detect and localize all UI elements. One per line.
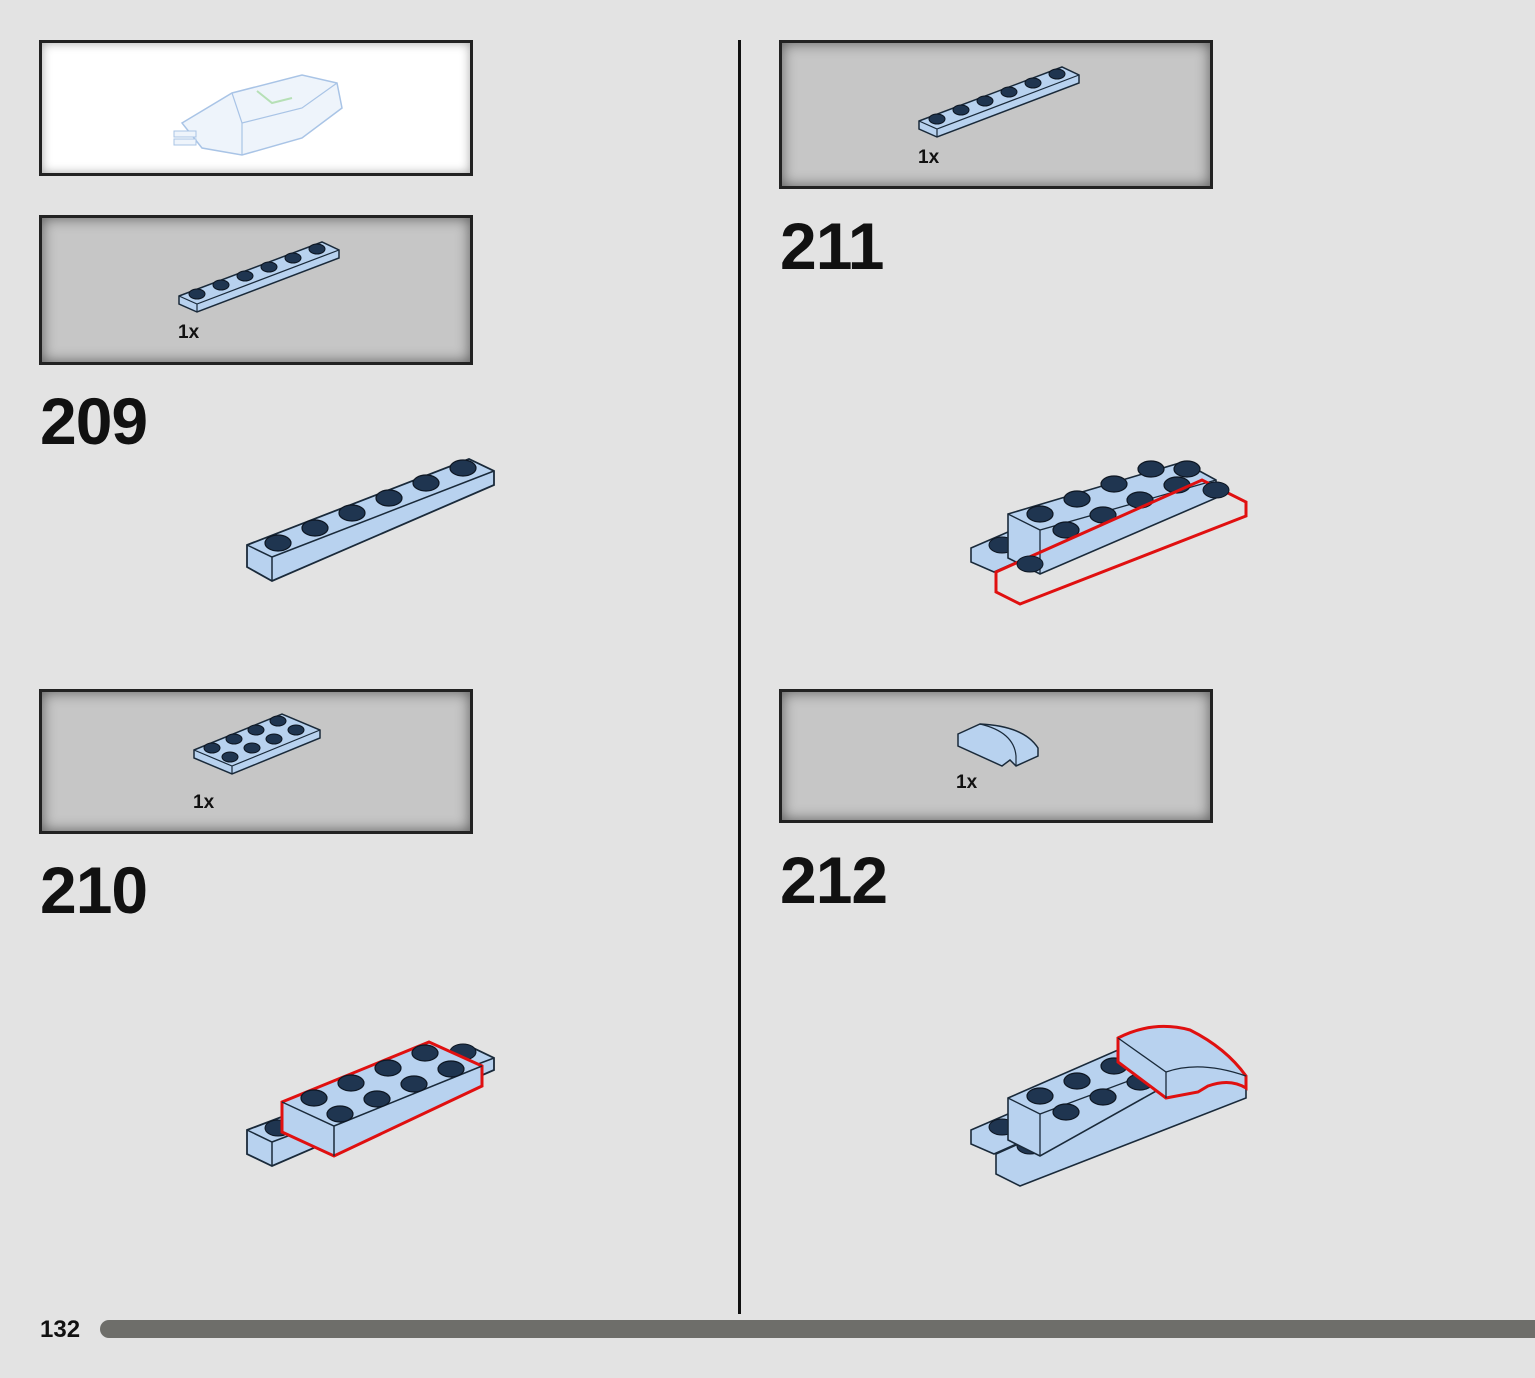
step-211-build-image [970,460,1248,606]
step-number-212: 212 [780,843,888,917]
plate-1x6-icon [178,241,340,313]
part-quantity: 1x [918,147,940,168]
plate-2x4-icon [193,713,321,775]
step-number-211: 211 [780,209,884,283]
part-quantity: 1x [178,322,200,343]
plate-1x6-icon [918,66,1080,138]
part-quantity: 1x [956,772,978,793]
step-209-build-image [246,458,495,583]
parts-callout-step-210: 1x [39,689,473,834]
parts-callout-step-211: 1x [779,40,1213,189]
step-number-210: 210 [40,853,148,927]
step-210-build-image [246,1040,495,1167]
part-quantity: 1x [193,792,215,813]
parts-callout-step-212: 1x [779,689,1213,823]
subassembly-preview-icon [173,74,343,156]
curved-slope-icon [957,723,1039,767]
step-212-build-image [970,1024,1248,1187]
page-number: 132 [40,1316,81,1343]
parts-callout-step-209: 1x [39,215,473,365]
column-divider [738,40,741,1314]
progress-bar [100,1320,1535,1338]
preview-callout [39,40,473,176]
step-number-209: 209 [40,384,148,458]
